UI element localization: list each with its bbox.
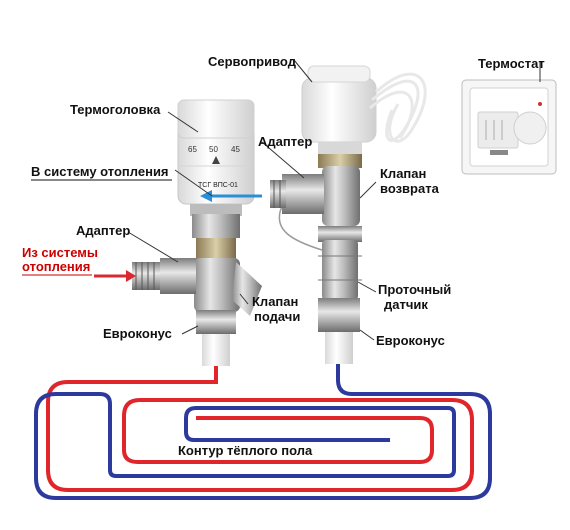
left-adapter — [132, 258, 196, 294]
leader-adapter-right — [261, 141, 305, 179]
label-return-valve-2: возврата — [380, 181, 440, 196]
leader-servo — [293, 59, 313, 83]
label-euroconus-left: Евроконус — [103, 326, 172, 341]
servo-drive — [301, 65, 377, 154]
label-servo: Сервопривод — [208, 54, 297, 69]
leader-thermohead — [167, 111, 199, 133]
label-from-system-2: отопления — [22, 259, 90, 274]
label-adapter-right: Адаптер — [258, 134, 312, 149]
thermohead-model-text: ТСГ ВПС-01 — [198, 182, 238, 189]
label-supply-valve-2: подачи — [254, 309, 300, 324]
leader-flow-sensor — [357, 281, 377, 293]
label-flow-sensor-1: Проточный — [378, 282, 451, 297]
leader-euroconus-right — [359, 329, 375, 341]
servo-cable — [369, 72, 427, 143]
scale-45: 45 — [231, 145, 240, 154]
thermostat-device — [461, 79, 557, 175]
scale-65: 65 — [188, 145, 197, 154]
label-return-valve-1: Клапан — [380, 166, 426, 181]
outflow-arrow — [200, 190, 262, 202]
label-flow-sensor-2: датчик — [384, 297, 428, 312]
label-to-system: В систему отопления — [31, 164, 169, 179]
label-euroconus-right: Евроконус — [376, 333, 445, 348]
scale-50: 50 — [209, 145, 218, 154]
leader-adapter-left — [127, 231, 179, 263]
label-adapter-left: Адаптер — [76, 223, 130, 238]
label-supply-valve-1: Клапан — [252, 294, 298, 309]
right-adapter — [270, 174, 324, 214]
hot-pipe-loop — [46, 365, 474, 492]
supply-valve-body — [192, 214, 262, 334]
leader-euroconus-left — [181, 325, 199, 335]
inflow-arrow — [94, 270, 136, 282]
right-outlet-pipe — [325, 330, 353, 364]
left-outlet-pipe — [202, 332, 230, 366]
label-from-system-1: Из системы — [22, 245, 98, 260]
cold-pipe-loop-visible — [34, 362, 492, 500]
leader-supply-valve — [239, 293, 249, 305]
label-thermohead: Термоголовка — [70, 102, 161, 117]
thermo-head — [177, 99, 255, 216]
leader-to-system — [174, 169, 213, 197]
leader-return-valve — [359, 181, 377, 199]
label-floor-loop: Контур тёплого пола — [178, 443, 313, 458]
label-thermostat: Термостат — [478, 56, 545, 71]
return-valve-body — [318, 154, 362, 332]
